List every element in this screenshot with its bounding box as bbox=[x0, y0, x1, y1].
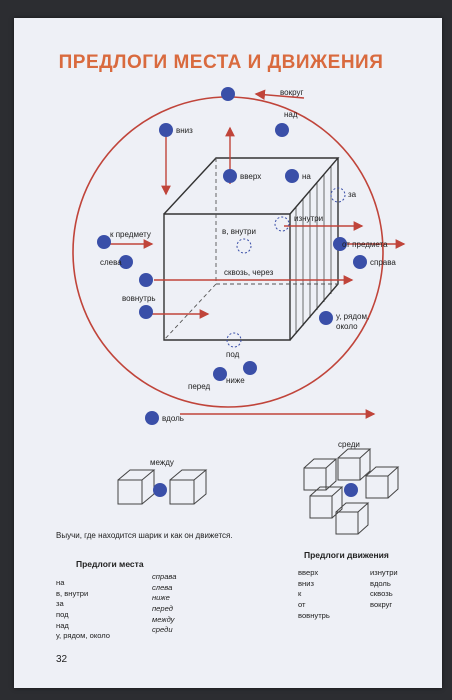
place-item: ниже bbox=[152, 593, 170, 603]
label-vokrug: вокруг bbox=[280, 88, 304, 97]
label-ryadom: у, рядом, bbox=[336, 312, 370, 321]
motion-col-2: изнутри вдоль сквозь вокруг bbox=[370, 568, 398, 611]
place-col-1: на в, внутри за под над у, рядом, около bbox=[56, 578, 110, 642]
ball-pod bbox=[226, 332, 242, 348]
ball-iznutri bbox=[274, 216, 290, 232]
motion-col-1: вверх вниз к от вовнутрь bbox=[298, 568, 330, 621]
instruction-text: Выучи, где находится шарик и как он движ… bbox=[56, 531, 233, 540]
ball-sleva bbox=[119, 255, 133, 269]
ball-mezhdu bbox=[153, 483, 167, 497]
textbook-page: ПРЕДЛОГИ МЕСТА И ДВИЖЕНИЯ bbox=[14, 18, 442, 688]
ball-nad bbox=[275, 123, 289, 137]
ball-sredi bbox=[344, 483, 358, 497]
motion-item: от bbox=[298, 600, 306, 610]
cube-hidden-edges bbox=[163, 158, 338, 341]
label-za: за bbox=[348, 190, 357, 199]
label-skvoz: сквозь, через bbox=[224, 268, 274, 277]
place-item: между bbox=[152, 614, 175, 624]
motion-item: изнутри bbox=[370, 568, 398, 577]
place-item: у, рядом, около bbox=[56, 631, 111, 641]
motion-item: вовнутрь bbox=[298, 610, 330, 620]
ball-ryadom bbox=[319, 311, 333, 325]
label-vovnutr: вовнутрь bbox=[122, 294, 156, 303]
motion-heading: Предлоги движения bbox=[304, 550, 389, 560]
label-sredi: среди bbox=[338, 440, 360, 449]
ball-v-vnutri bbox=[236, 238, 252, 254]
label-pod: под bbox=[226, 350, 240, 359]
ball-k-predmetu bbox=[97, 235, 111, 249]
cube bbox=[163, 157, 340, 341]
place-item: под bbox=[56, 610, 69, 620]
preposition-diagram bbox=[72, 87, 406, 535]
motion-item: вниз bbox=[298, 578, 314, 588]
ball-vdol bbox=[145, 411, 159, 425]
label-nad: над bbox=[284, 110, 298, 119]
label-v-vnutri: в, внутри bbox=[222, 227, 256, 236]
among-cubes bbox=[303, 448, 400, 535]
ball-vverkh bbox=[223, 169, 237, 183]
ball-na bbox=[285, 169, 299, 183]
ball-pered bbox=[213, 367, 227, 381]
orbit-circle bbox=[72, 96, 384, 408]
motion-item: вверх bbox=[298, 568, 319, 577]
motion-item: вокруг bbox=[370, 600, 393, 610]
label-okolo: около bbox=[336, 322, 358, 331]
ball-vokrug bbox=[221, 87, 235, 101]
page-number: 32 bbox=[56, 654, 68, 665]
ball-nizhe bbox=[243, 361, 257, 375]
label-na: на bbox=[302, 172, 311, 181]
place-heading: Предлоги места bbox=[76, 559, 144, 569]
label-sleva: слева bbox=[100, 258, 122, 267]
ball-vniz bbox=[159, 123, 173, 137]
ball-skvoz bbox=[139, 273, 153, 287]
place-col-2: справа слева ниже перед между среди bbox=[152, 572, 176, 636]
ball-sprava bbox=[353, 255, 367, 269]
label-mezhdu: между bbox=[150, 458, 174, 467]
label-k-predmetu: к предмету bbox=[110, 230, 151, 239]
place-item: перед bbox=[152, 604, 173, 614]
place-item: среди bbox=[152, 625, 173, 635]
place-item: справа bbox=[152, 572, 177, 581]
label-iznutri: изнутри bbox=[294, 214, 324, 223]
place-item: над bbox=[56, 620, 69, 630]
label-pered: перед bbox=[188, 382, 211, 391]
ball-ot-predmeta bbox=[333, 237, 347, 251]
label-vniz: вниз bbox=[176, 126, 193, 135]
motion-item: вдоль bbox=[370, 578, 391, 588]
ball-vovnutr bbox=[139, 305, 153, 319]
place-item: слева bbox=[152, 582, 173, 592]
motion-item: к bbox=[298, 589, 302, 599]
label-vdol: вдоль bbox=[162, 414, 184, 423]
motion-item: сквозь bbox=[370, 589, 393, 599]
label-sprava: справа bbox=[370, 258, 396, 267]
page-title: ПРЕДЛОГИ МЕСТА И ДВИЖЕНИЯ bbox=[58, 52, 384, 73]
place-item: на bbox=[56, 578, 65, 587]
place-item: за bbox=[56, 599, 64, 609]
place-item: в, внутри bbox=[56, 588, 89, 598]
label-ot-predmeta: от предмета bbox=[342, 240, 388, 249]
label-vverkh: вверх bbox=[240, 172, 262, 181]
between-cubes bbox=[117, 469, 208, 505]
label-nizhe: ниже bbox=[226, 376, 245, 385]
vokrug-arrow bbox=[254, 89, 305, 100]
ball-za bbox=[330, 187, 346, 203]
